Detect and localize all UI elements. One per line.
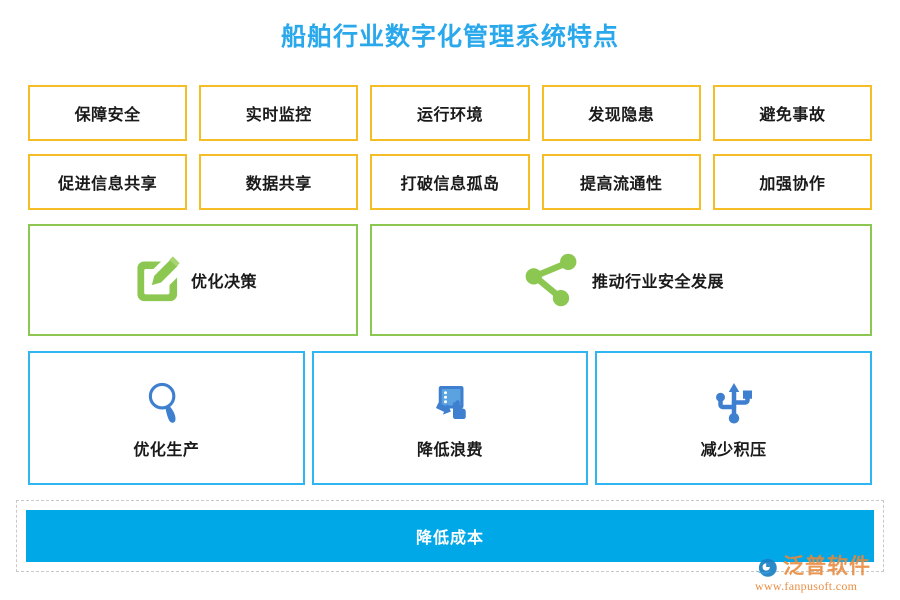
blue-box-label: 减少积压 <box>700 442 767 459</box>
feature-box-youhua-shengchan[interactable]: 优化生产 <box>28 351 305 485</box>
tablet-hand-icon <box>422 376 478 432</box>
green-box-label: 优化决策 <box>190 274 257 291</box>
feature-box-faxian-yinhuan[interactable]: 发现隐患 <box>541 85 701 141</box>
footer-bar-jiangdi-chengben[interactable]: 降低成本 <box>26 510 874 562</box>
feature-box-youhua-juece[interactable]: 优化决策 <box>28 224 358 336</box>
edit-pencil-icon <box>129 253 183 307</box>
magnifier-icon <box>138 376 194 432</box>
watermark-url: www.fanpusoft.com <box>755 579 858 593</box>
footer-dashed-container: 降低成本 <box>16 500 884 572</box>
feature-box-baozhang-anquan[interactable]: 保障安全 <box>28 85 188 141</box>
blue-box-label: 降低浪费 <box>417 442 484 459</box>
green-box-content: 优化决策 <box>129 253 257 307</box>
feature-box-yunxing-huanjing[interactable]: 运行环境 <box>370 85 530 141</box>
feature-box-dapo-xinxi-gudao[interactable]: 打破信息孤岛 <box>370 154 530 210</box>
amber-row-2: 促进信息共享 数据共享 打破信息孤岛 提高流通性 加强协作 <box>28 154 873 210</box>
feature-box-tuidong-hangye-anquan-fazhan[interactable]: 推动行业安全发展 <box>370 224 872 336</box>
green-box-label: 推动行业安全发展 <box>591 274 724 291</box>
feature-box-jianshao-jiya[interactable]: 减少积压 <box>595 351 873 485</box>
feature-box-bimian-shigu[interactable]: 避免事故 <box>712 85 873 141</box>
feature-box-tigao-liutongxing[interactable]: 提高流通性 <box>541 154 701 210</box>
feature-box-jiaqiang-xiezuo[interactable]: 加强协作 <box>712 154 873 210</box>
blue-row: 优化生产 降低浪费 <box>28 351 873 485</box>
feature-box-jiangdi-langfei[interactable]: 降低浪费 <box>311 351 589 485</box>
feature-box-shuju-gongxiang[interactable]: 数据共享 <box>199 154 359 210</box>
amber-row-1: 保障安全 实时监控 运行环境 发现隐患 避免事故 <box>28 85 873 141</box>
share-nodes-icon <box>518 250 584 310</box>
feature-box-shishi-jiankong[interactable]: 实时监控 <box>199 85 359 141</box>
green-row: 优化决策 推动行业安全发展 <box>28 224 872 336</box>
page-title: 船舶行业数字化管理系统特点 <box>280 23 619 51</box>
usb-icon <box>706 376 762 432</box>
feature-box-cujin-xinxi-gongxiang[interactable]: 促进信息共享 <box>28 154 188 210</box>
blue-box-label: 优化生产 <box>133 442 200 459</box>
green-box-content: 推动行业安全发展 <box>518 250 724 310</box>
